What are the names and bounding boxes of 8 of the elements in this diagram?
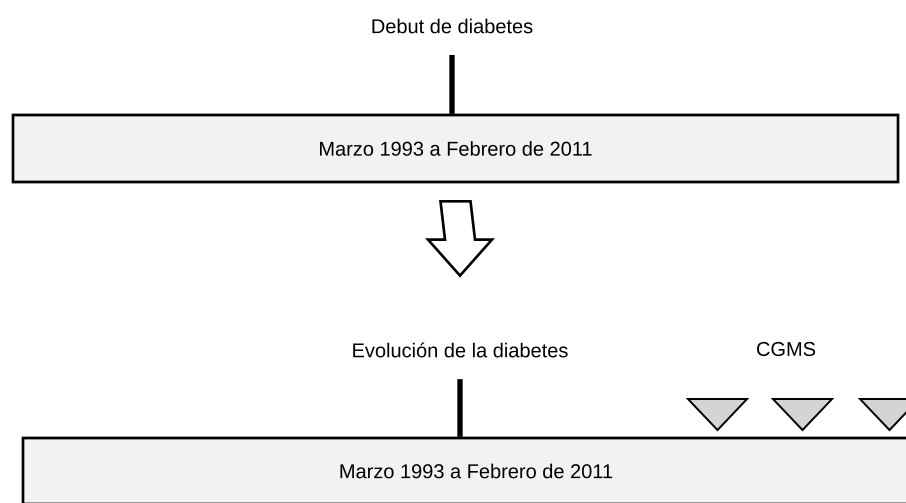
- block-arrow: [425, 200, 495, 278]
- connector-line: [449, 54, 455, 114]
- timeline-label: Debut de diabetes: [372, 18, 532, 34]
- timeline-bar: Marzo 1993 a Febrero de 2011: [22, 436, 906, 503]
- timeline-label: Evolución de la diabetes: [353, 342, 568, 358]
- marker-label: CGMS: [757, 342, 816, 356]
- timeline-bar: Marzo 1993 a Febrero de 2011: [12, 114, 900, 184]
- connector-line: [457, 379, 463, 437]
